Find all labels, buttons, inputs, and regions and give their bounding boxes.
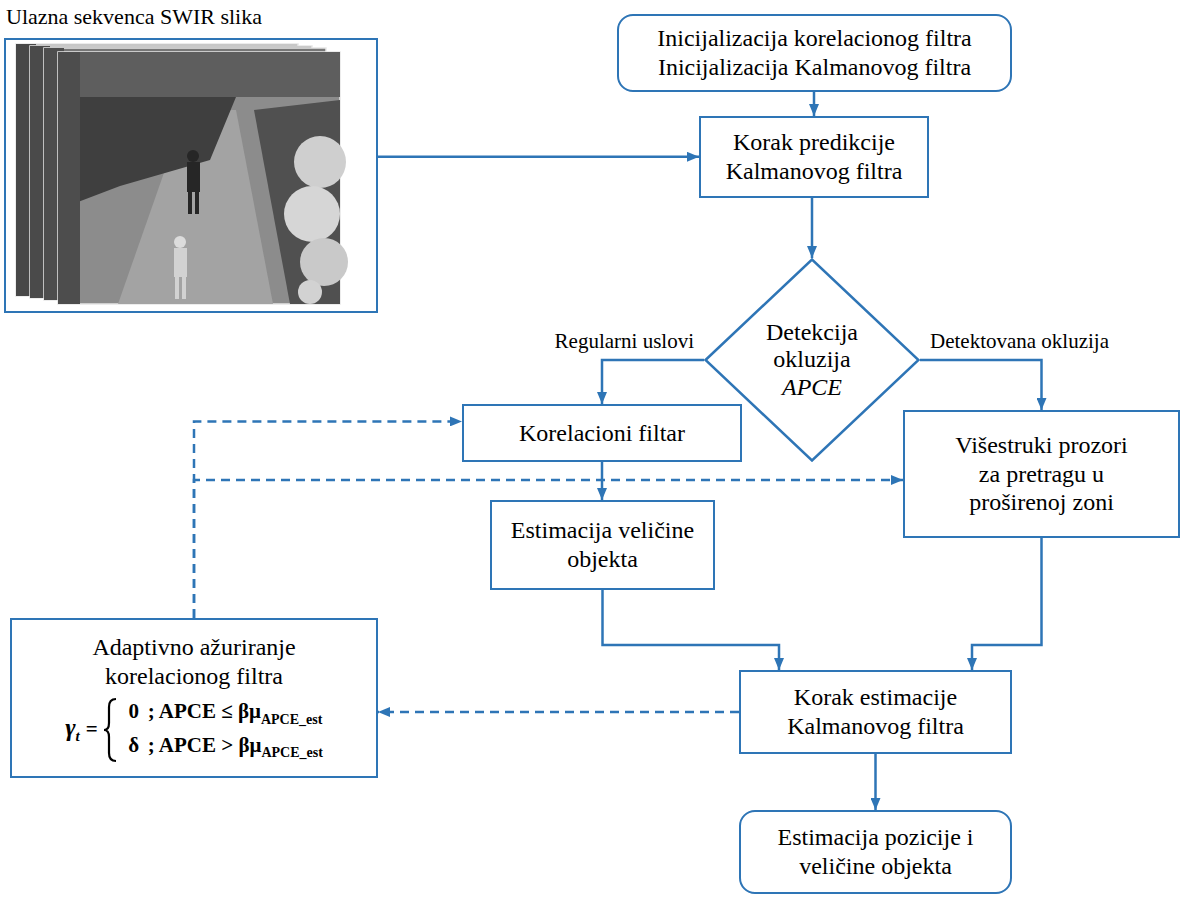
end-box: Estimacija pozicije i veličine objekta	[739, 810, 1012, 894]
person-leg	[195, 192, 199, 214]
formula-subscript: APCE_est	[261, 745, 322, 760]
update-box: Adaptivno ažuriranje korelacionog filtra…	[10, 618, 378, 778]
update-connector	[378, 711, 739, 714]
brace-symbol	[102, 697, 118, 763]
flow-connector	[602, 360, 704, 404]
image-stack	[16, 44, 348, 304]
bright-bush	[300, 238, 348, 286]
formula-term: γ	[65, 714, 75, 741]
process-box: Estimacija veličine objekta	[490, 500, 715, 590]
person-body	[174, 248, 187, 277]
flow-connector	[874, 754, 877, 810]
box-label: Korelacioni filtar	[519, 419, 685, 448]
flow-connector	[811, 198, 814, 258]
bright-bush	[298, 280, 322, 304]
branch-label: Regularni uslovi	[553, 329, 696, 354]
process-box: Korelacioni filtar	[462, 404, 742, 462]
bright-bush	[284, 186, 340, 242]
formula-term: 0	[120, 696, 148, 726]
formula-term: ; APCE > βμ	[148, 733, 262, 757]
flow-connector	[813, 92, 816, 116]
person-body	[187, 162, 200, 192]
process-box: Višestruki prozori za pretragu u prošire…	[903, 410, 1180, 538]
start-box: Inicijalizacija korelacionog filtraInici…	[617, 14, 1012, 92]
front-frame	[58, 52, 348, 304]
person-leg	[188, 192, 192, 214]
left-wall	[58, 52, 80, 304]
process-box: Korak estimacije Kalmanovog filtra	[739, 670, 1012, 754]
formula-cases: 0; APCE ≤ βμAPCE_estδ; APCE > βμAPCE_est	[120, 696, 323, 763]
formula-term: =	[86, 717, 98, 741]
formula-case: δ; APCE > βμAPCE_est	[120, 730, 323, 763]
update-connector	[194, 480, 903, 618]
input-image-box: Ulazna sekvenca SWIR slika	[4, 38, 378, 313]
person-head	[187, 150, 199, 162]
update-connector	[194, 421, 462, 618]
formula-term: ; APCE ≤ βμ	[148, 699, 261, 723]
tree-line	[58, 52, 340, 97]
brace-shape	[104, 699, 116, 761]
update-formula: γt=0; APCE ≤ βμAPCE_estδ; APCE > βμAPCE_…	[20, 696, 368, 763]
image-heading: Ulazna sekvenca SWIR slika	[6, 4, 376, 30]
decision-label: APCE	[782, 374, 842, 402]
person-leg	[175, 277, 179, 299]
branch-label: Detektovana okluzija	[928, 329, 1111, 354]
flow-connector	[603, 590, 780, 670]
box-label: Estimacija veličine objekta	[500, 516, 705, 574]
box-label: Korak predikcije Kalmanovog filtra	[719, 128, 909, 186]
box-label: Inicijalizacija Kalmanovog filtra	[658, 53, 971, 82]
formula-term: δ	[120, 730, 148, 760]
box-label: Korak estimacije Kalmanovog filtra	[781, 683, 971, 741]
person-leg	[182, 277, 186, 299]
box-label: Inicijalizacija korelacionog filtra	[657, 24, 972, 53]
formula-case: 0; APCE ≤ βμAPCE_est	[120, 696, 323, 729]
formula-subscript: t	[76, 728, 80, 744]
frame-ground	[58, 52, 340, 304]
flow-connector	[920, 360, 1042, 410]
box-label: Višestruki prozori za pretragu u prošire…	[948, 431, 1136, 517]
formula-subscript: APCE_est	[261, 712, 322, 727]
shadow-area	[78, 97, 236, 202]
process-box: Korak predikcije Kalmanovog filtra	[699, 116, 929, 198]
decision-label: Detekcija okluzija	[742, 319, 882, 374]
box-label: Adaptivno ažuriranje korelacionog filtra	[69, 633, 319, 691]
bright-bush	[294, 136, 346, 188]
box-label: Estimacija pozicije i veličine objekta	[761, 823, 991, 881]
flow-connector	[972, 538, 1042, 670]
formula-lhs: γt =	[65, 714, 102, 745]
flow-connector	[378, 156, 699, 159]
person-head	[174, 236, 186, 248]
